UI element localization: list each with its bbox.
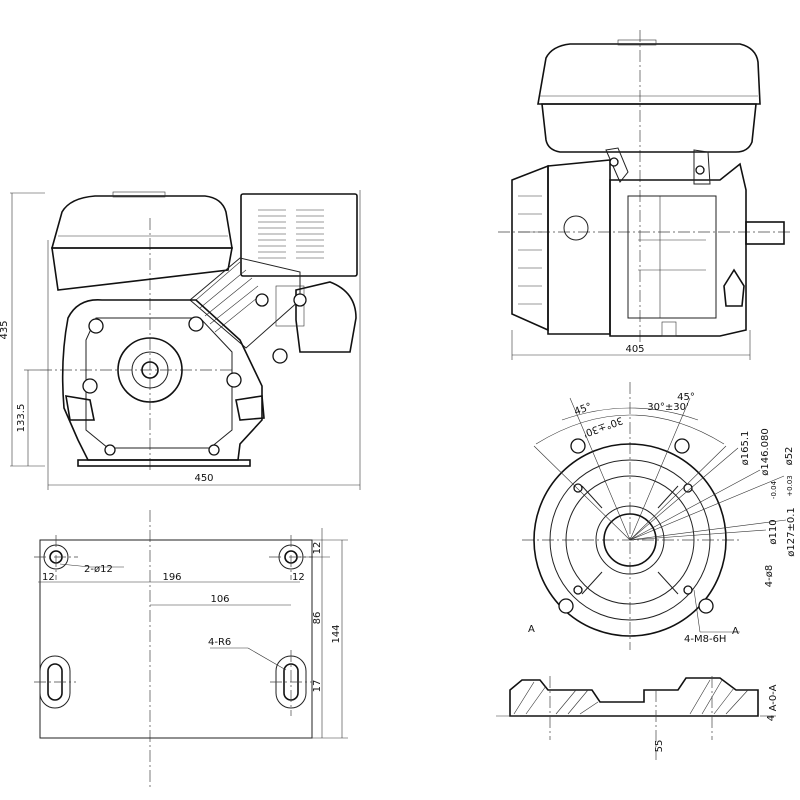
hole-callout: 2-ø12 bbox=[84, 564, 113, 575]
dia-110: ø110 bbox=[768, 519, 779, 544]
section-mark-right: A bbox=[732, 626, 739, 637]
boss-dim: 55 bbox=[654, 740, 665, 753]
depth-dim: 144 bbox=[331, 624, 342, 643]
slot-spacing-dim: 86 bbox=[312, 612, 323, 625]
angle-center: 30°±30' bbox=[647, 402, 689, 413]
angle-right: 45° bbox=[677, 392, 695, 403]
section-mark-left: A bbox=[528, 624, 535, 635]
offset-dim: 106 bbox=[210, 594, 229, 605]
front-view: 435 133.5 450 bbox=[0, 190, 361, 490]
dia-52-tol: +0.03 bbox=[786, 475, 794, 496]
front-shaft-height-dim: 133.5 bbox=[16, 404, 27, 433]
thread-callout: 4-M8-6H bbox=[684, 634, 726, 645]
holes-callout: 4-ø8 bbox=[764, 565, 775, 587]
angle-left: 45° bbox=[573, 401, 593, 417]
angle-center-left: 30°±30' bbox=[581, 414, 624, 439]
side-view: 405 bbox=[498, 30, 790, 360]
base-plan: 12 196 12 106 2-ø12 4-R6 12 86 17 144 bbox=[34, 510, 348, 790]
datum-note: A-0-A bbox=[768, 684, 779, 711]
edge-right-dim: 12 bbox=[292, 572, 305, 583]
edge-left-dim: 12 bbox=[42, 572, 55, 583]
thickness-dim: 4 bbox=[766, 715, 777, 721]
span-dim: 196 bbox=[162, 572, 181, 583]
slot-length-dim: 17 bbox=[312, 680, 323, 693]
flange-view: 45° 30°±30' 30°±30' 45° ø165.1 ø146.080 … bbox=[522, 382, 797, 650]
front-height-dim: 435 bbox=[0, 320, 10, 339]
top-edge-dim: 12 bbox=[312, 542, 323, 555]
slot-callout: 4-R6 bbox=[208, 637, 231, 648]
section-view: A-0-A 4 55 bbox=[496, 676, 779, 760]
side-depth-dim: 405 bbox=[625, 344, 644, 355]
dia-52: ø52 bbox=[784, 447, 795, 466]
front-width-dim: 450 bbox=[194, 473, 213, 484]
dia-127: ø127±0.1 bbox=[786, 507, 797, 557]
muffler-grille bbox=[258, 209, 324, 259]
dia-146-tol: -0.04 bbox=[770, 480, 778, 499]
dia-146: ø146.080 bbox=[760, 428, 771, 475]
dia-165: ø165.1 bbox=[740, 431, 751, 466]
